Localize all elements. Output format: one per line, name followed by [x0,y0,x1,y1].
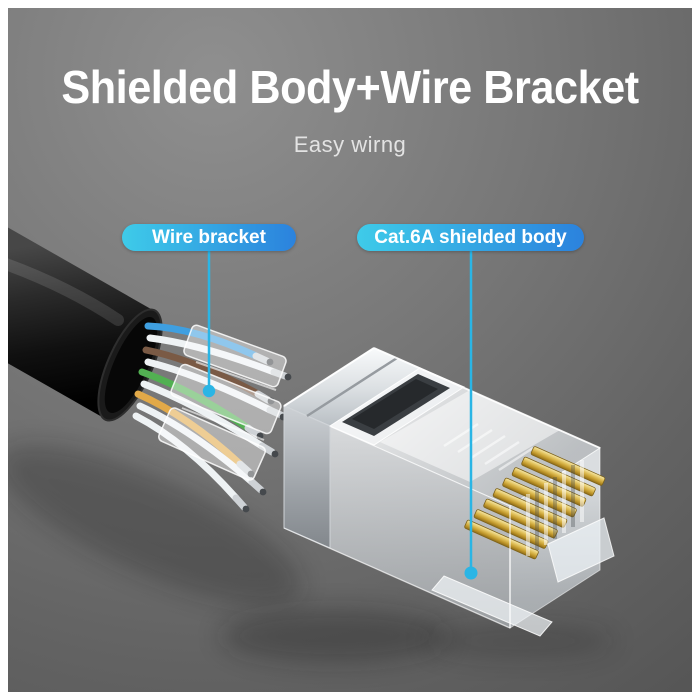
latch-foot [547,517,615,583]
contact-fins [443,422,534,472]
wire-blue [144,322,260,360]
cable-jacket [8,227,160,417]
wire-orange [134,390,244,468]
bracket-sleeve [170,363,282,435]
crimp-tip [270,368,289,380]
gold-pin [530,446,606,486]
wire-white-spare [132,412,240,502]
crimp-tip [248,478,265,494]
callout-dot-wire-bracket [202,384,216,398]
wire-green [138,368,252,432]
callout-label-text: Cat.6A shielded body [374,226,567,248]
product-photo-canvas [8,8,692,692]
callout-leaders [202,251,478,580]
cable-cut-core [104,316,158,414]
rj45-connector [282,347,615,637]
crimp-cap [259,488,267,496]
metal-shield [282,347,422,549]
connector-latch [431,517,615,637]
edge-highlights [283,347,601,629]
gold-pins [464,446,606,560]
wire-white-blue [146,334,278,376]
pin-comb [526,460,584,556]
crimp-tip [244,424,262,439]
callout-label-text: Wire bracket [152,226,266,248]
gold-pin [464,519,539,560]
crimp-cap [271,450,279,458]
crimp-cap [266,358,274,366]
callout-dot-shielded-body [464,566,478,580]
gold-pin [483,498,558,539]
wire-white-orange [136,402,256,486]
crimp-cap [242,505,250,513]
gold-pin [521,456,596,497]
page-subtitle: Easy wirng [293,132,407,157]
gold-pin [502,477,577,518]
crimp-cap [247,470,255,478]
wire-white-brown [144,358,274,414]
bracket-glint [181,407,265,441]
crimp-tip [266,406,285,419]
bracket-sleeve [158,407,266,481]
twisted-pair-wires [132,322,278,502]
crimp-tip [252,352,271,365]
wire-brown [142,346,262,398]
page-title: Shielded Body+Wire Bracket [61,61,639,113]
shield-side [283,405,331,549]
crimp-cap [284,373,292,381]
latch-arm [431,575,553,637]
ground-shadows [8,444,615,663]
crimp-tip [232,494,248,511]
callout-label-shielded-body: Cat.6A shielded body [357,224,584,251]
crimp-tip [236,460,253,476]
entry-void [352,379,438,429]
cable-entry-slot [328,367,466,446]
callout-label-wire-bracket: Wire bracket [122,224,296,251]
shield-seam [306,356,398,418]
wire-white-green [140,380,266,450]
cable-highlight [8,258,124,326]
